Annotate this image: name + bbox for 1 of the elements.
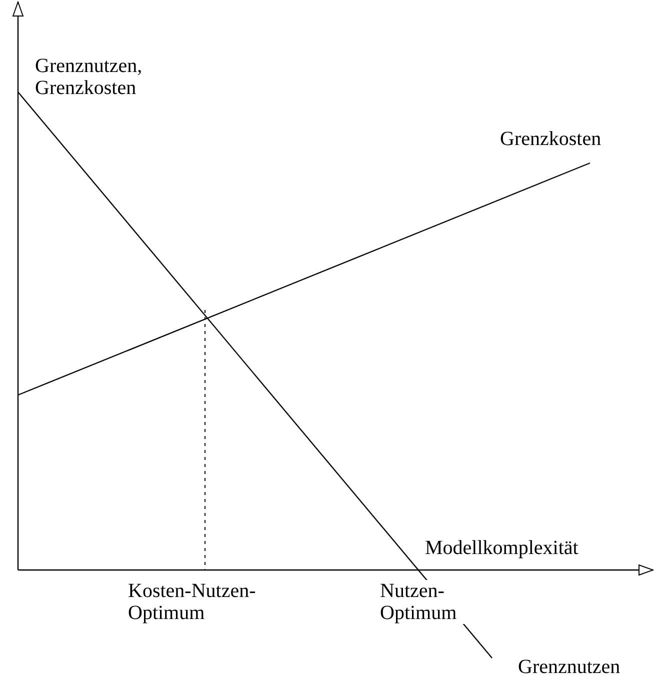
axis-label: Modellkomplexität: [425, 537, 578, 559]
